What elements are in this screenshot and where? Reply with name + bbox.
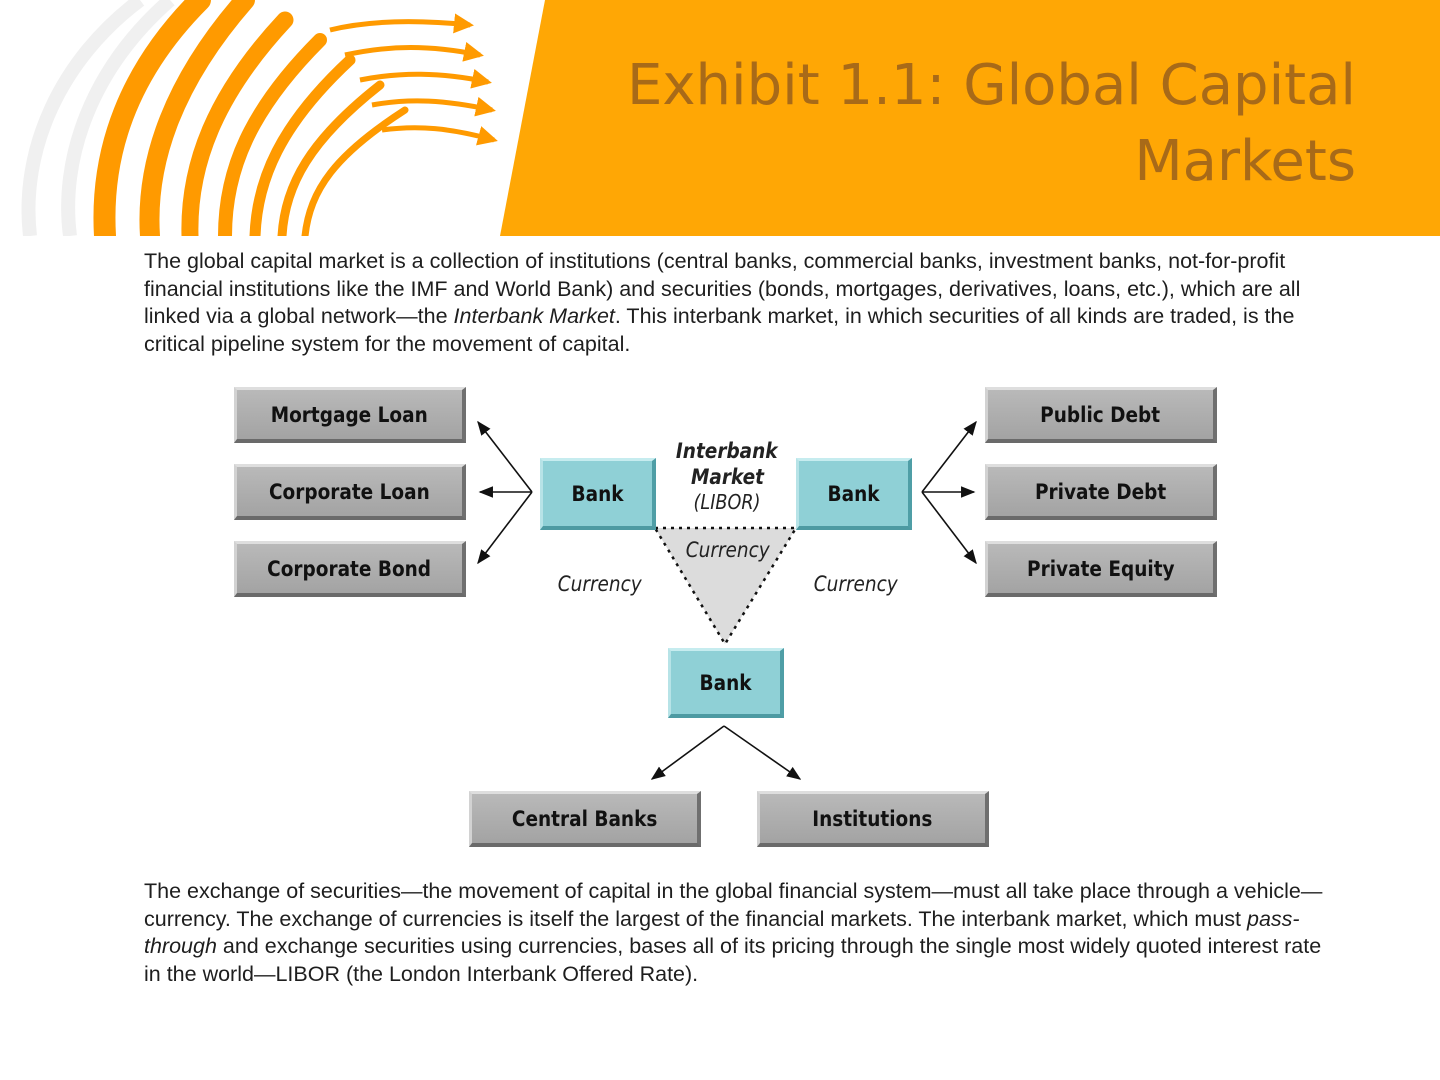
node-label: Central Banks: [511, 806, 658, 831]
market-text: (LIBOR): [693, 490, 761, 514]
market-text: Market: [690, 465, 764, 489]
bank-bottom: Bank: [668, 648, 784, 718]
node-label: Corporate Bond: [267, 556, 432, 581]
node-mortgage-loan: Mortgage Loan: [234, 387, 466, 443]
left-fan-arrows: [477, 420, 533, 565]
node-private-equity: Private Equity: [985, 541, 1217, 597]
intro-text: The global capital market is a collectio…: [144, 249, 1301, 328]
node-label: Private Debt: [1034, 479, 1167, 504]
market-text: Interbank: [676, 439, 778, 463]
currency-label-center: Currency: [655, 538, 800, 562]
node-central-banks: Central Banks: [469, 791, 701, 847]
intro-emphasis: Interbank Market: [453, 304, 615, 328]
slide-header: Exhibit 1.1: Global Capital Markets: [0, 0, 1440, 236]
currency-label-right: Currency: [783, 572, 928, 596]
node-label: Institutions: [812, 806, 933, 831]
node-corporate-loan: Corporate Loan: [234, 464, 466, 520]
currency-text: Currency: [557, 572, 642, 596]
node-public-debt: Public Debt: [985, 387, 1217, 443]
node-label: Public Debt: [1040, 402, 1161, 427]
outro-emphasis: pass-through: [144, 906, 1300, 959]
intro-text-end: . This interbank market, in which securi…: [144, 304, 1295, 356]
bank-label: Bank: [571, 481, 624, 506]
bank-left: Bank: [540, 458, 656, 530]
interbank-market-label: Interbank Market (LIBOR): [652, 438, 802, 514]
market-line-2: Market: [652, 464, 802, 490]
node-corporate-bond: Corporate Bond: [234, 541, 466, 597]
currency-label-left: Currency: [527, 572, 672, 596]
intro-paragraph: The global capital market is a collectio…: [144, 248, 1329, 358]
bank-label: Bank: [827, 481, 880, 506]
outro-text-end: and exchange securities using currencies…: [144, 934, 1322, 986]
node-institutions: Institutions: [757, 791, 989, 847]
bank-label: Bank: [699, 670, 752, 695]
slide-title: Exhibit 1.1: Global Capital Markets: [627, 53, 1356, 194]
swoosh-arrows-icon: [21, 0, 560, 236]
currency-text: Currency: [685, 538, 770, 562]
bank-right: Bank: [796, 458, 912, 530]
market-sub: (LIBOR): [652, 490, 802, 514]
node-label: Mortgage Loan: [270, 402, 429, 427]
market-line-1: Interbank: [652, 438, 802, 464]
currency-text: Currency: [813, 572, 898, 596]
node-private-debt: Private Debt: [985, 464, 1217, 520]
node-label: Private Equity: [1026, 556, 1175, 581]
bottom-fan-arrows: [650, 725, 802, 780]
outro-paragraph: The exchange of securities—the movement …: [144, 878, 1329, 988]
currency-triangle: [652, 526, 799, 647]
right-fan-arrows: [921, 420, 977, 565]
outro-text: The exchange of securities—the movement …: [144, 879, 1323, 931]
node-label: Corporate Loan: [269, 479, 430, 504]
